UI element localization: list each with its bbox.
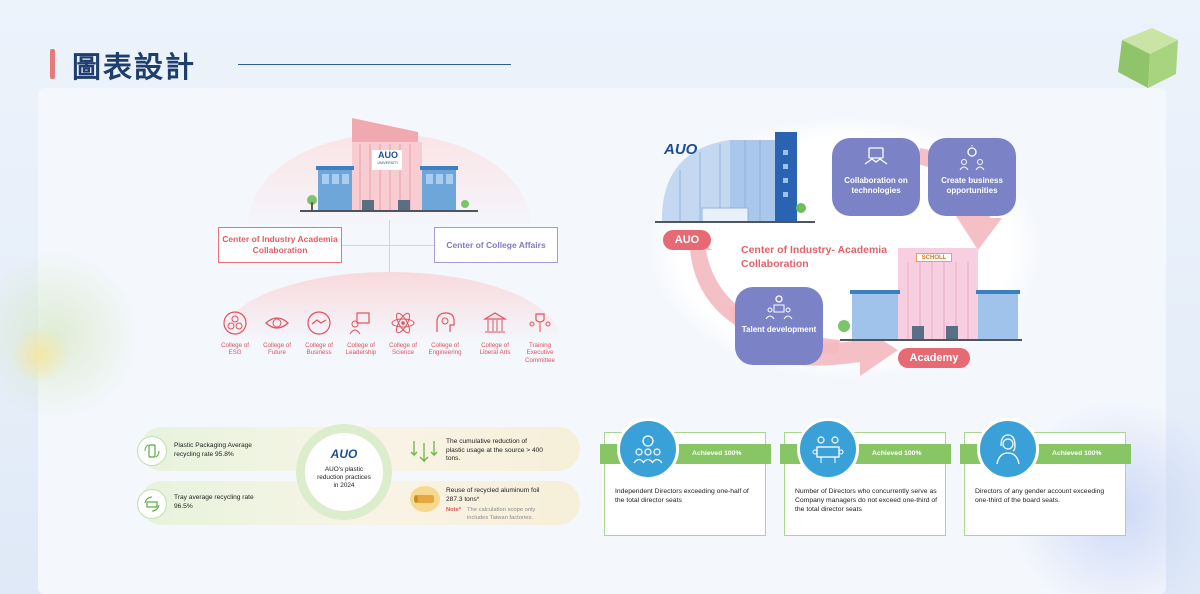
down-arrows-icon (410, 437, 438, 470)
meeting-icon (797, 418, 859, 480)
handshake-briefcase-icon (864, 147, 888, 165)
collaboration-center-title: Center of Industry- Academia Collaborati… (741, 244, 888, 270)
tray-recycling-text: Tray average recycling rate 96.5% (174, 494, 254, 510)
tile-talent-development: Talent development (735, 287, 823, 365)
leadership-icon (349, 312, 370, 335)
title-accent-bar (50, 49, 55, 79)
note-label: Note* (446, 507, 462, 513)
auo-logo: AUO (664, 141, 698, 158)
pillars-icon (482, 312, 508, 333)
atom-icon (391, 312, 415, 334)
foil-roll-icon (410, 486, 440, 512)
academy-pill: Academy (898, 348, 970, 368)
stat-gender-directors: Achieved 100% Directors of any gender ac… (960, 418, 1131, 536)
team-gear-icon (617, 418, 679, 480)
future-eye-icon (265, 317, 289, 329)
plastic-reduction-text: The cumulative reduction of plastic usag… (446, 438, 543, 463)
tile-collaboration-technologies: Collaboration on technologies (832, 138, 920, 216)
center-college-box: Center of College Affairs (434, 227, 558, 263)
page-title: 圖表設計 (72, 52, 197, 84)
cube-decoration-icon (1118, 28, 1178, 88)
ground-line (300, 210, 478, 212)
trophy-people-icon (529, 313, 551, 332)
gear-head-icon (436, 312, 455, 332)
stat-text: Directors of any gender account exceedin… (975, 488, 1105, 505)
university-building-illustration (307, 118, 469, 212)
tile-business-opportunities: Create business opportunities (928, 138, 1016, 216)
center-auo-logo: AUO (330, 447, 358, 461)
connector-line (389, 220, 390, 272)
note-text: The calculation scope only includes Taiw… (467, 507, 536, 521)
college-future: College of Future (256, 310, 298, 357)
title-underline (238, 64, 511, 65)
college-training-executive: Training Executive Committee (519, 310, 561, 364)
aluminum-foil-text: Reuse of recycled aluminum foil 287.3 to… (446, 487, 540, 503)
stat-text: Number of Directors who concurrently ser… (795, 488, 938, 514)
college-liberal-arts: College of Liberal Arts (474, 310, 516, 357)
connector-line (342, 245, 434, 246)
stat-text: Independent Directors exceeding one-half… (615, 488, 749, 505)
building-logo: AUO (378, 150, 398, 160)
college-esg: College of ESG (214, 310, 256, 357)
building-sublabel: UNIVERSITY (377, 161, 399, 165)
center-caption: AUO's plastic reduction practices in 202… (317, 466, 371, 489)
plastic-center-circle: AUO AUO's plastic reduction practices in… (305, 433, 383, 511)
college-engineering: College of Engineering (424, 310, 466, 357)
stat-directors-managers: Achieved 100% Number of Directors who co… (780, 418, 951, 536)
decor-blob (10, 330, 70, 380)
auo-pill: AUO (663, 230, 711, 250)
idea-people-icon (959, 145, 985, 171)
talent-icon (765, 295, 793, 320)
recycle-bottle-icon (137, 436, 167, 466)
recycle-tray-icon (137, 489, 167, 519)
plastic-packaging-text: Plastic Packaging Average recycling rate… (174, 442, 252, 458)
college-science: College of Science (382, 310, 424, 357)
college-leadership: College of Leadership (340, 310, 382, 357)
school-sign: SCHOLL (916, 253, 952, 262)
center-industry-box: Center of Industry Academia Collaboratio… (218, 227, 342, 263)
stat-independent-directors: Achieved 100% Independent Directors exce… (600, 418, 771, 536)
college-business: College of Business (298, 310, 340, 357)
esg-icon (223, 311, 247, 335)
woman-director-icon (977, 418, 1039, 480)
handshake-icon (307, 311, 331, 335)
